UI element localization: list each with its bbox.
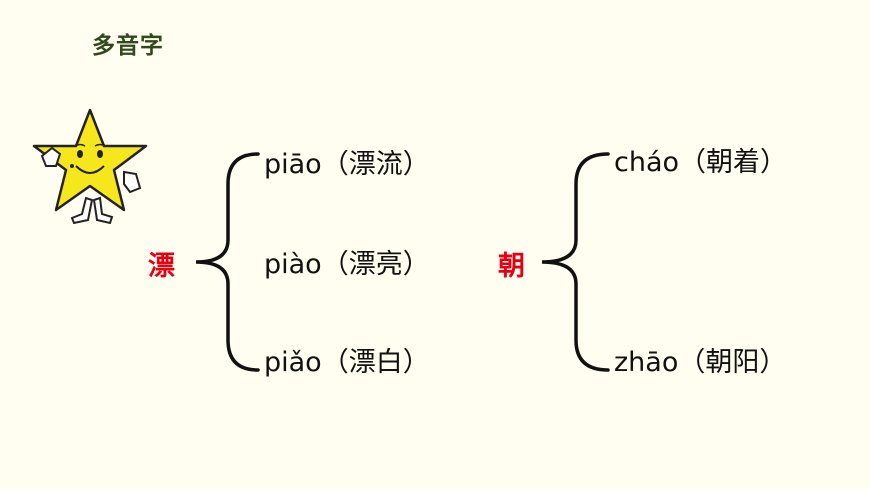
example-word: （漂亮）: [321, 249, 430, 280]
brace-group-piao: [195, 152, 260, 372]
example-word: （漂白）: [321, 347, 430, 378]
page-title: 多音字: [92, 33, 164, 59]
example-word: （朝阳）: [678, 347, 787, 378]
reading-chao-1: cháo（朝着）: [614, 140, 787, 179]
example-word: （漂流）: [321, 149, 430, 180]
pinyin-text: cháo: [614, 147, 680, 178]
pinyin-text: zhāo: [614, 347, 679, 378]
pinyin-text: piǎo: [264, 347, 322, 378]
pinyin-text: piào: [264, 249, 322, 280]
reading-piao-1: piāo（漂流）: [264, 142, 430, 181]
example-word: （朝着）: [679, 147, 788, 178]
reading-chao-2: zhāo（朝阳）: [614, 340, 786, 379]
polyphonic-char-piao: 漂: [148, 251, 175, 282]
reading-piao-3: piǎo（漂白）: [264, 340, 430, 379]
reading-piao-2: piào（漂亮）: [264, 242, 430, 281]
pinyin-text: piāo: [264, 149, 322, 180]
brace-group-chao: [541, 152, 610, 372]
smiling-star-mascot-icon: [32, 108, 148, 225]
polyphonic-char-chao: 朝: [498, 251, 525, 282]
